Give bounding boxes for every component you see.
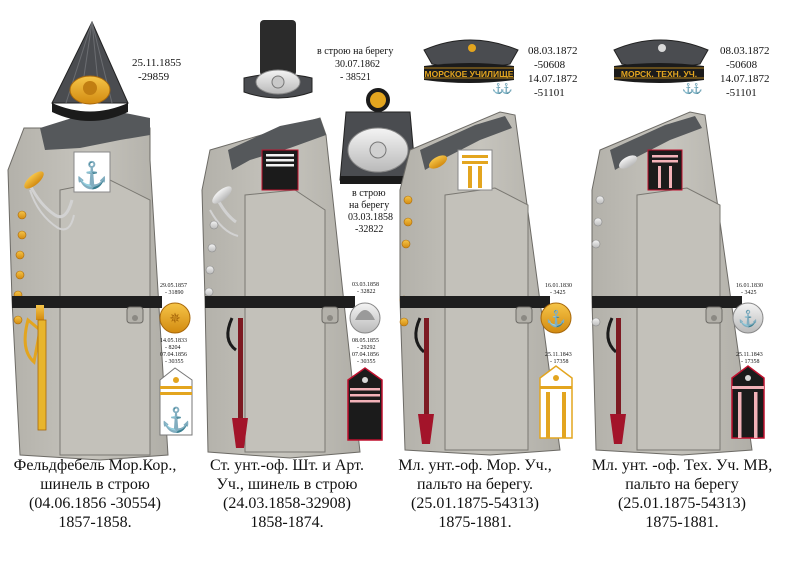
button-date-note: 16.01.1830 - 3425 <box>736 283 765 296</box>
collar <box>40 112 150 150</box>
figure-4: МОРСК. ТЕХН. УЧ. ⚓ ⚓ 08.03.1872 -50608 1… <box>591 39 772 456</box>
shako-cap-on-shore <box>243 20 313 99</box>
anchor-icon: ⚓ <box>161 406 191 434</box>
anchor-icon: ⚓ <box>76 160 108 190</box>
belt <box>592 296 742 308</box>
sailor-cap: МОРСК. ТЕХН. УЧ. ⚓ ⚓ <box>613 39 709 95</box>
ribbon-text: МОРСК. ТЕХН. УЧ. <box>621 69 697 79</box>
belt <box>12 296 162 308</box>
shoulder-board-detail <box>159 367 193 436</box>
cap-date-note: 25.11.1855 -29859 <box>132 57 184 83</box>
figure-2: в строю на берегу 30.07.1862 - 38521 в с… <box>201 20 417 459</box>
caption-figure-3: Мл. унт.-оф. Мор. Уч., пальто на берегу.… <box>398 457 552 531</box>
cap2-date-note: в строю на берегу 03.03.1858 -32822 <box>348 188 396 235</box>
collar-patch <box>73 151 111 193</box>
board-date-note: 25.11.1843 - 17358 <box>736 352 764 365</box>
anchor-icon: ⚓ <box>682 82 694 95</box>
caption-figure-4: Мл. унт. -оф. Тех. Уч. МВ, пальто на бер… <box>591 457 773 531</box>
anchor-icon: ⚓ <box>500 82 512 95</box>
button-detail <box>732 302 764 334</box>
cap-date-note: в строю на берегу 30.07.1862 - 38521 <box>317 46 396 83</box>
anchor-icon: ⚓ <box>546 309 566 328</box>
collar <box>228 118 326 170</box>
button-detail <box>159 302 191 334</box>
belt <box>400 296 550 308</box>
board-date-note: 14.05.1833 - 8204 07.04.1856 - 30355 <box>160 338 189 365</box>
coat-buttons <box>204 220 219 297</box>
figure-1: ⚓ 25.11.1855 -2985 <box>7 20 193 461</box>
board-date-note: 08.05.1855 - 29292 07.04.1856 - 30355 <box>352 338 381 365</box>
board-date-note: 25.11.1843 - 17358 <box>545 352 573 365</box>
button-date-note: 03.03.1858 - 32822 <box>352 282 381 295</box>
shoulder-board-detail <box>347 367 383 441</box>
caption-figure-1: Фельдфебель Мор.Кор., шинель в строю (04… <box>13 457 177 531</box>
cap-date-note: 08.03.1872 -50608 14.07.1872 -51101 <box>720 45 772 99</box>
shako-cap <box>51 20 129 121</box>
eagle-icon: ✵ <box>169 312 181 327</box>
sailor-cap: МОРСКОЕ УЧИЛИЩЕ ⚓ ⚓ <box>423 39 519 95</box>
anchor-icon: ⚓ <box>690 82 702 95</box>
button-detail <box>540 302 572 334</box>
figure-3: МОРСКОЕ УЧИЛИЩЕ ⚓ ⚓ 08.03.1872 -50608 14… <box>399 39 580 456</box>
caption-figure-2: Ст. унт.-оф. Шт. и Арт. Уч., шинель в ст… <box>210 457 364 531</box>
shako-cap-in-line <box>339 88 417 184</box>
collar-patch <box>261 149 299 191</box>
anchor-icon: ⚓ <box>492 82 504 95</box>
button-date-note: 16.01.1830 - 3425 <box>545 283 574 296</box>
anchor-icon: ⚓ <box>738 309 758 328</box>
belt <box>205 296 355 308</box>
cap-date-note: 08.03.1872 -50608 14.07.1872 -51101 <box>528 45 580 99</box>
ribbon-text: МОРСКОЕ УЧИЛИЩЕ <box>425 69 514 79</box>
button-date-note: 29.05.1857 - 31890 <box>160 283 189 296</box>
